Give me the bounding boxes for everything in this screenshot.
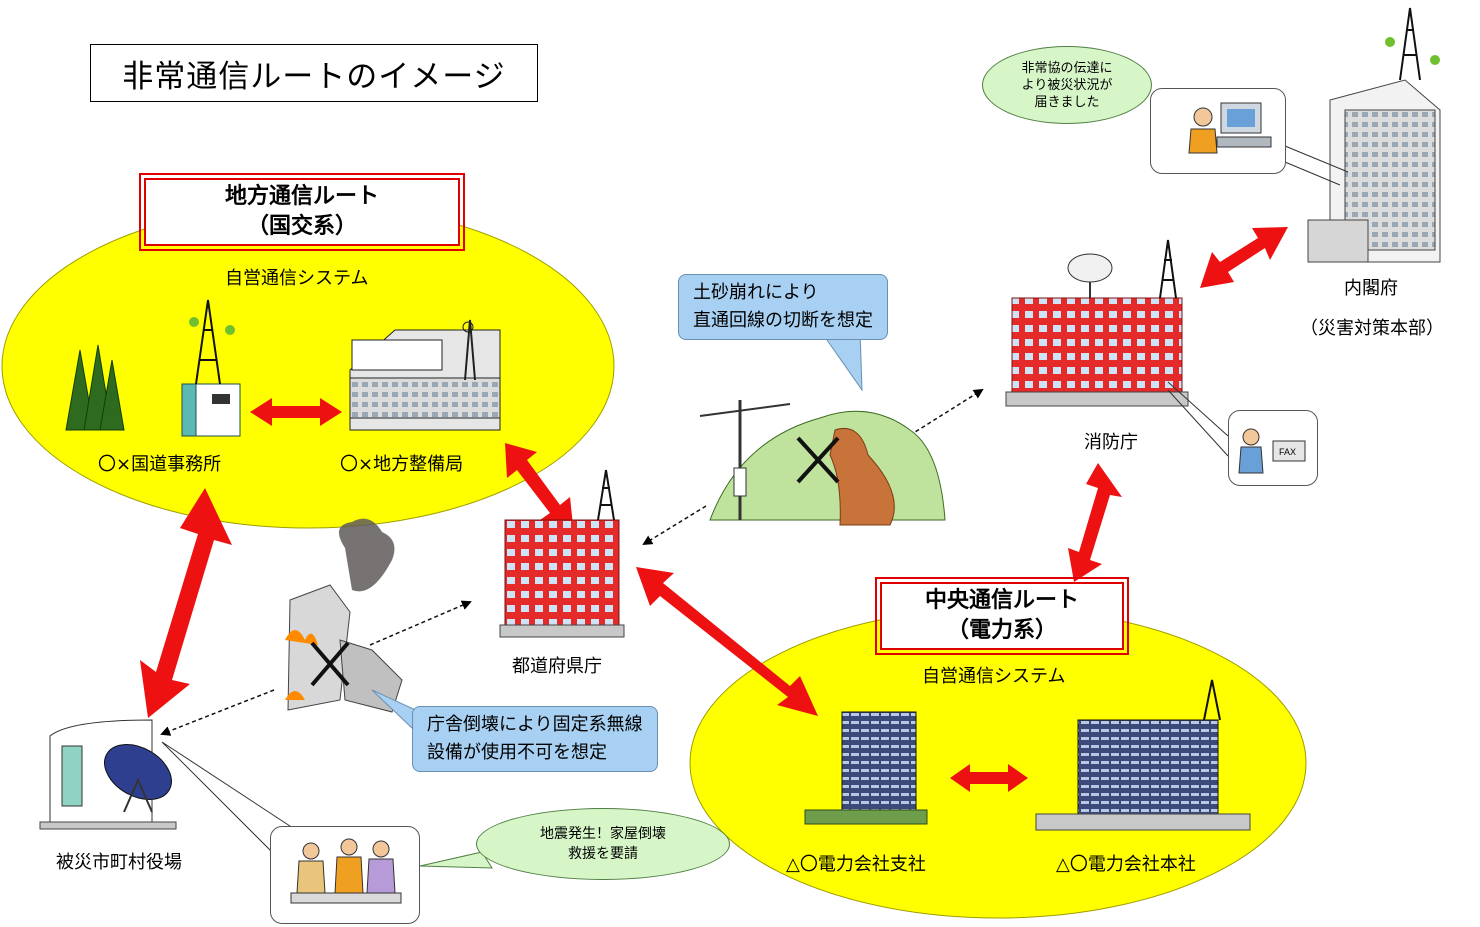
cabinet-bubble-line2: より被災状況が [1021, 77, 1113, 93]
dashed-link-landslide-prefecture [642, 505, 707, 546]
municipal-bubble-tail [419, 851, 493, 869]
arrow-fire-to-cabinet [1200, 227, 1288, 288]
collapse-callout-line2: 設備が使用不可を想定 [427, 742, 607, 763]
arrow-bureau-to-prefecture [505, 443, 574, 535]
fire-agency-building-icon [1005, 239, 1189, 407]
regional-route-title: 地方通信ルート [224, 184, 379, 209]
fire-panel-pointer [1167, 381, 1229, 457]
central-route-subtitle: （電力系） [946, 618, 1057, 643]
landslide-callout: 土砂崩れにより 直通回線の切断を想定 [678, 274, 888, 340]
cabinet-office-label: 内閣府 [1344, 278, 1398, 299]
trees-icon [65, 344, 125, 431]
regional-route-subtitle: （国交系） [246, 214, 357, 239]
prefecture-label: 都道府県庁 [512, 656, 602, 677]
municipal-bubble-line1: 地震発生！家屋倒壊 [540, 826, 666, 842]
collapsed-building-icon [285, 518, 403, 713]
road-office-label: 〇×国道事務所 [98, 454, 222, 475]
fire-fax-panel: FAX [1228, 410, 1318, 486]
landslide-callout-line2: 直通回線の切断を想定 [693, 310, 873, 331]
power-branch-label: △〇電力会社支社 [786, 854, 926, 875]
arrow-road-to-bureau [250, 398, 342, 426]
municipal-panel-pointer [161, 741, 297, 857]
cabinet-panel-pointer [1284, 145, 1349, 186]
fax-label: FAX [1279, 447, 1296, 457]
municipal-office-label: 被災市町村役場 [56, 852, 182, 873]
landslide-callout-line1: 土砂崩れにより [693, 282, 819, 303]
road-office-building-icon [181, 299, 241, 437]
regional-ellipse [1, 203, 615, 529]
regional-bureau-label: 〇×地方整備局 [340, 454, 464, 475]
municipal-staff-panel [270, 826, 420, 924]
arrow-prefecture-to-branch [636, 567, 818, 716]
cabinet-operator-panel [1150, 88, 1286, 174]
power-hq-building-icon [1035, 679, 1251, 831]
dashed-link-collapse-municipal [160, 689, 275, 736]
fax-operator-icon: FAX [1238, 428, 1306, 474]
page-title: 非常通信ルートのイメージ [90, 44, 538, 102]
cabinet-office-sublabel: （災害対策本部） [1300, 318, 1444, 339]
staff-meeting-icon [290, 838, 402, 904]
central-system-label: 自営通信システム [922, 666, 1066, 687]
regional-bureau-building-icon [349, 319, 501, 431]
landslide-scene-icon [699, 400, 946, 526]
regional-system-label: 自営通信システム [225, 268, 369, 289]
municipal-office-building-icon [39, 719, 177, 830]
collapse-callout-line1: 庁舎倒壊により固定系無線 [427, 714, 643, 735]
power-branch-building-icon [804, 711, 928, 825]
cabinet-bubble-line3: 届きました [1034, 94, 1100, 110]
arrow-branch-to-hq [950, 764, 1028, 792]
dashed-link-collapse-prefecture [369, 600, 472, 646]
central-route-box: 中央通信ルート （電力系） [875, 577, 1129, 655]
municipal-bubble-line2: 救援を要請 [568, 846, 638, 862]
central-route-title: 中央通信ルート [924, 588, 1079, 613]
power-hq-label: △〇電力会社本社 [1056, 854, 1196, 875]
collapse-callout: 庁舎倒壊により固定系無線 設備が使用不可を想定 [412, 706, 658, 772]
regional-route-box: 地方通信ルート （国交系） [139, 173, 465, 251]
cabinet-office-building-icon [1307, 7, 1441, 263]
municipal-speech-bubble: 地震発生！家屋倒壊 救援を要請 [476, 808, 730, 880]
computer-operator-icon [1188, 102, 1272, 154]
cabinet-speech-bubble: 非常協の伝達に より被災状況が 届きました [982, 46, 1152, 124]
dashed-link-landslide-fire [879, 388, 984, 455]
prefecture-building-icon [499, 469, 625, 638]
cabinet-bubble-line1: 非常協の伝達に [1021, 60, 1113, 76]
arrow-fire-to-central [1068, 463, 1122, 582]
fire-agency-label: 消防庁 [1084, 432, 1138, 453]
arrow-road-to-municipal [140, 488, 232, 718]
